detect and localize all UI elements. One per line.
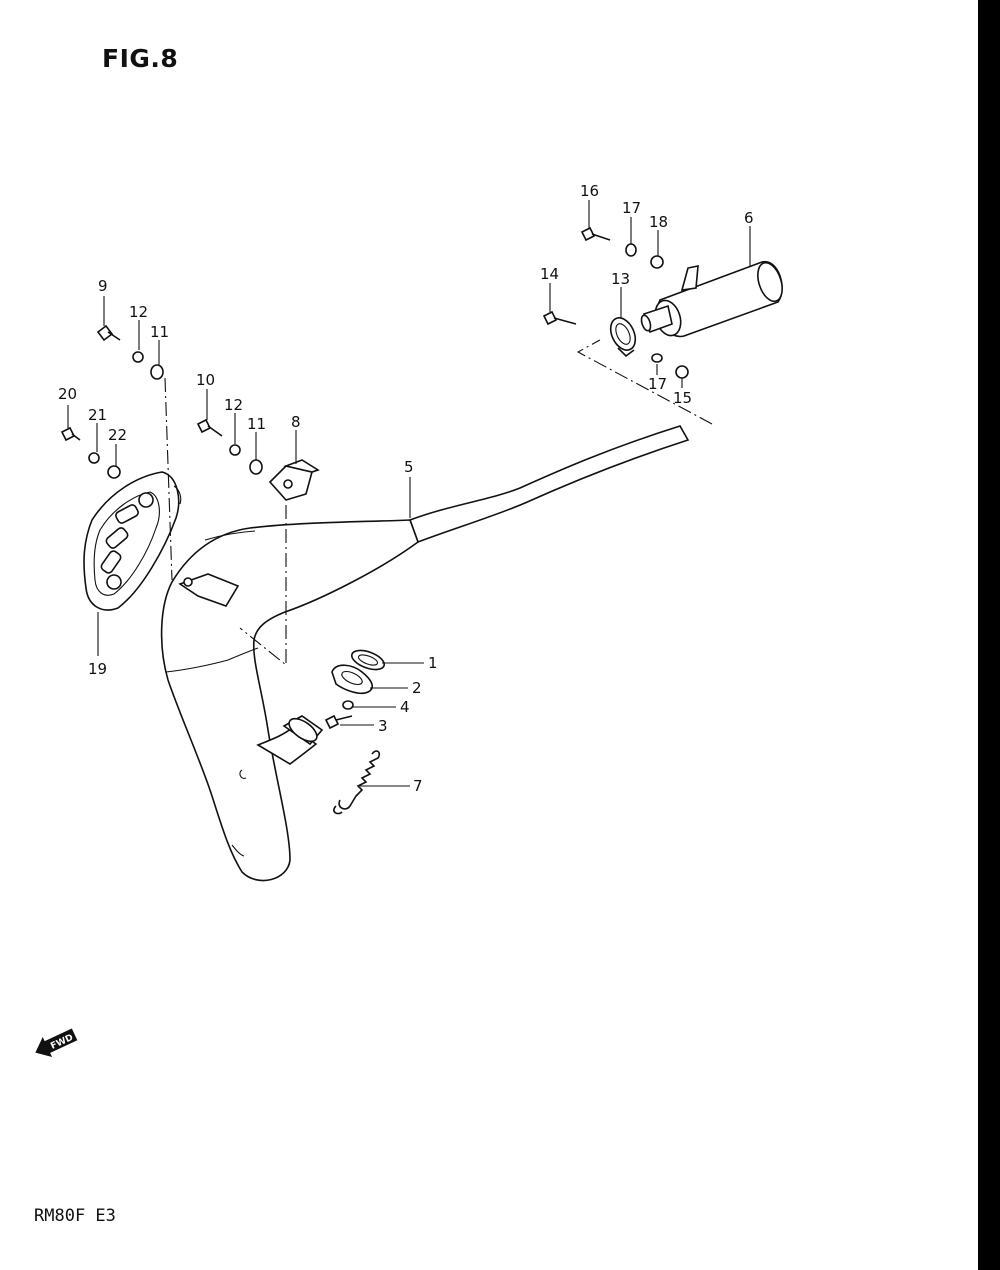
exhaust-pipe <box>160 425 690 882</box>
washer-4 <box>342 700 354 710</box>
callout-15: 15 <box>673 389 692 407</box>
gasket-2 <box>331 664 374 695</box>
callout-17a: 17 <box>622 199 641 217</box>
callout-12a: 12 <box>129 303 148 321</box>
muffler <box>640 261 783 338</box>
washer-17 <box>625 243 637 257</box>
nut-12b <box>229 444 241 456</box>
heat-shield <box>83 471 182 611</box>
callout-18: 18 <box>649 213 668 231</box>
bracket-8 <box>268 459 320 501</box>
bolt-16 <box>580 226 611 242</box>
callout-1: 1 <box>428 654 438 672</box>
forward-direction-arrow: FWD <box>35 1028 78 1058</box>
leader-lines <box>67 200 751 787</box>
callout-21: 21 <box>88 406 107 424</box>
callout-17b: 17 <box>648 375 667 393</box>
clamp-13 <box>609 317 637 358</box>
callout-2: 2 <box>412 679 422 697</box>
callout-22: 22 <box>108 426 127 444</box>
washer-17b <box>651 353 663 363</box>
callout-19: 19 <box>88 660 107 678</box>
callout-7: 7 <box>413 777 423 795</box>
nut-15 <box>675 365 689 379</box>
callout-3: 3 <box>378 717 388 735</box>
callout-9: 9 <box>98 277 108 295</box>
figure-title: FIG.8 <box>102 44 179 73</box>
spring-7 <box>333 750 381 815</box>
callout-5: 5 <box>404 458 414 476</box>
callout-12b: 12 <box>224 396 243 414</box>
scan-edge-bar <box>978 0 1000 1270</box>
bolt-14 <box>542 310 577 326</box>
bolt-9 <box>96 324 121 342</box>
washer-11b <box>249 459 263 475</box>
callout-16: 16 <box>580 182 599 200</box>
callout-8: 8 <box>291 413 301 431</box>
callout-numbers: 1 2 3 4 5 6 7 8 9 10 11 11 12 12 13 14 1… <box>58 182 754 795</box>
callout-11a: 11 <box>150 323 169 341</box>
callout-20: 20 <box>58 385 77 403</box>
washer-22 <box>107 465 121 479</box>
model-code: RM80F E3 <box>34 1206 116 1226</box>
gasket-1 <box>350 649 386 671</box>
bolt-10 <box>196 418 223 437</box>
callout-10: 10 <box>196 371 215 389</box>
callout-6: 6 <box>744 209 754 227</box>
callout-13: 13 <box>611 270 630 288</box>
alignment-lines <box>164 339 713 667</box>
washer-11 <box>150 364 164 380</box>
callout-11b: 11 <box>247 415 266 433</box>
bolt-20 <box>60 426 81 442</box>
bolt-3 <box>324 714 353 730</box>
nut-12 <box>132 351 144 363</box>
nut-18 <box>650 255 664 269</box>
callout-4: 4 <box>400 698 410 716</box>
callout-14: 14 <box>540 265 559 283</box>
nut-21 <box>88 452 100 464</box>
